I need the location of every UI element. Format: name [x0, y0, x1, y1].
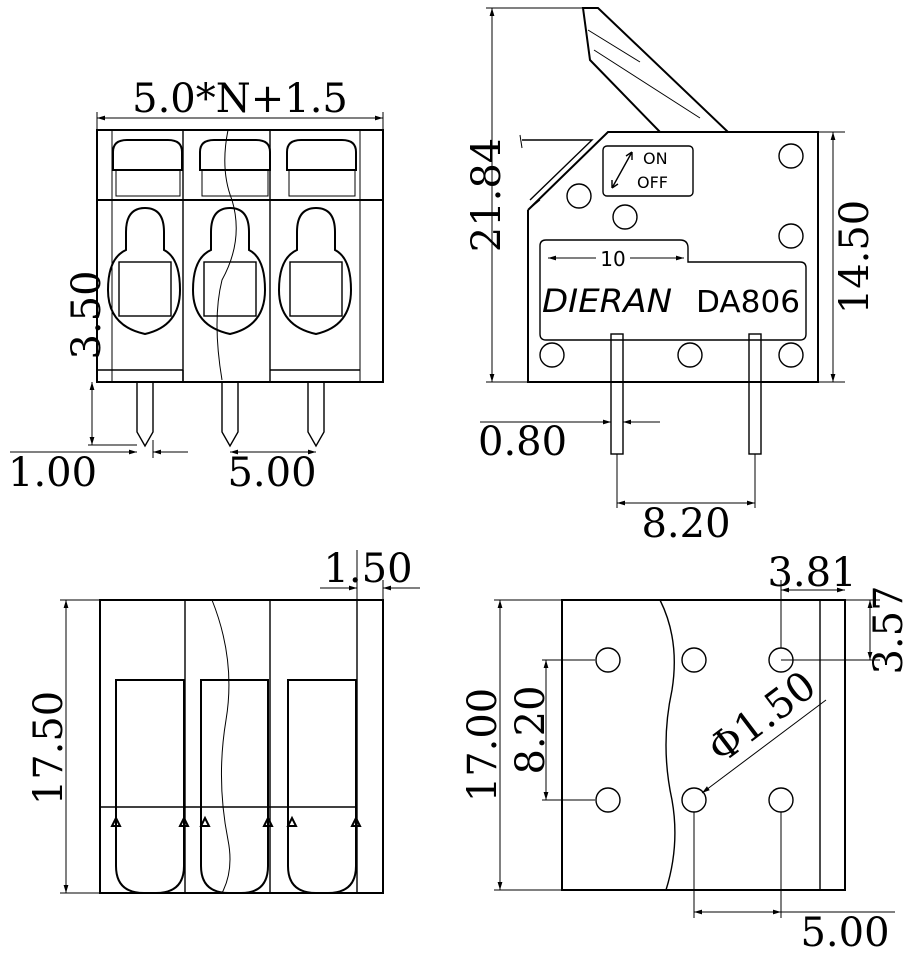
side-hole	[566, 183, 592, 209]
side-view: 21.84 ON OFF 10 DIERAN DA806 14.50	[464, 7, 878, 547]
front-height-dim: 3.50	[64, 270, 110, 359]
brand-panel	[539, 239, 807, 341]
side-pin-spacing: 8.20	[641, 501, 730, 547]
side-hole	[612, 204, 638, 230]
wire-opening-1	[106, 206, 182, 336]
switch-off-text: OFF	[637, 173, 668, 192]
side-hole	[677, 342, 703, 368]
pcb-hole	[681, 787, 707, 813]
pcb-layout-view: 17.00 8.20 3.81 3.57 Φ1.50 5	[460, 550, 912, 956]
side-hole	[539, 342, 565, 368]
side-pin-thickness: 0.80	[478, 419, 567, 465]
front-pitch: 5.00	[227, 450, 316, 496]
top-height-dim: 17.50	[26, 691, 72, 806]
arrow-label: 10	[600, 247, 625, 271]
brand-name: DIERAN	[542, 282, 672, 320]
switch-arrow-icon	[611, 151, 633, 189]
front-width-formula: 5.0*N+1.5	[132, 76, 348, 122]
pcb-hole	[768, 787, 794, 813]
pcb-hole	[681, 647, 707, 673]
front-view: 5.0*N+1.5	[8, 76, 384, 496]
switch-on-text: ON	[643, 149, 668, 168]
top-edge-dim: 1.50	[323, 546, 412, 592]
pcb-hole-diameter: Φ1.50	[700, 663, 825, 773]
switch-label-box	[602, 145, 694, 197]
wire-opening-3	[277, 206, 353, 336]
side-total-height: 21.84	[464, 138, 510, 253]
lever-cap-2	[199, 139, 271, 197]
lever-cap-1	[112, 139, 183, 197]
pcb-hole	[595, 787, 621, 813]
pcb-hole	[595, 647, 621, 673]
pcb-pitch: 5.00	[800, 910, 889, 956]
pcb-offset-x: 3.81	[767, 550, 856, 596]
side-hole	[778, 143, 804, 169]
side-hole	[778, 223, 804, 249]
front-pin-width: 1.00	[8, 450, 97, 496]
pcb-offset-y: 3.57	[866, 585, 912, 674]
top-view: 1.50 17.50	[26, 546, 420, 894]
pcb-height-dim: 17.00	[460, 688, 506, 803]
side-hole	[778, 342, 804, 368]
side-body-height: 14.50	[832, 200, 878, 315]
wire-opening-2	[191, 206, 267, 336]
lever-cap-3	[286, 139, 357, 197]
model-number: DA806	[696, 285, 800, 320]
pcb-row-spacing: 8.20	[508, 685, 554, 774]
